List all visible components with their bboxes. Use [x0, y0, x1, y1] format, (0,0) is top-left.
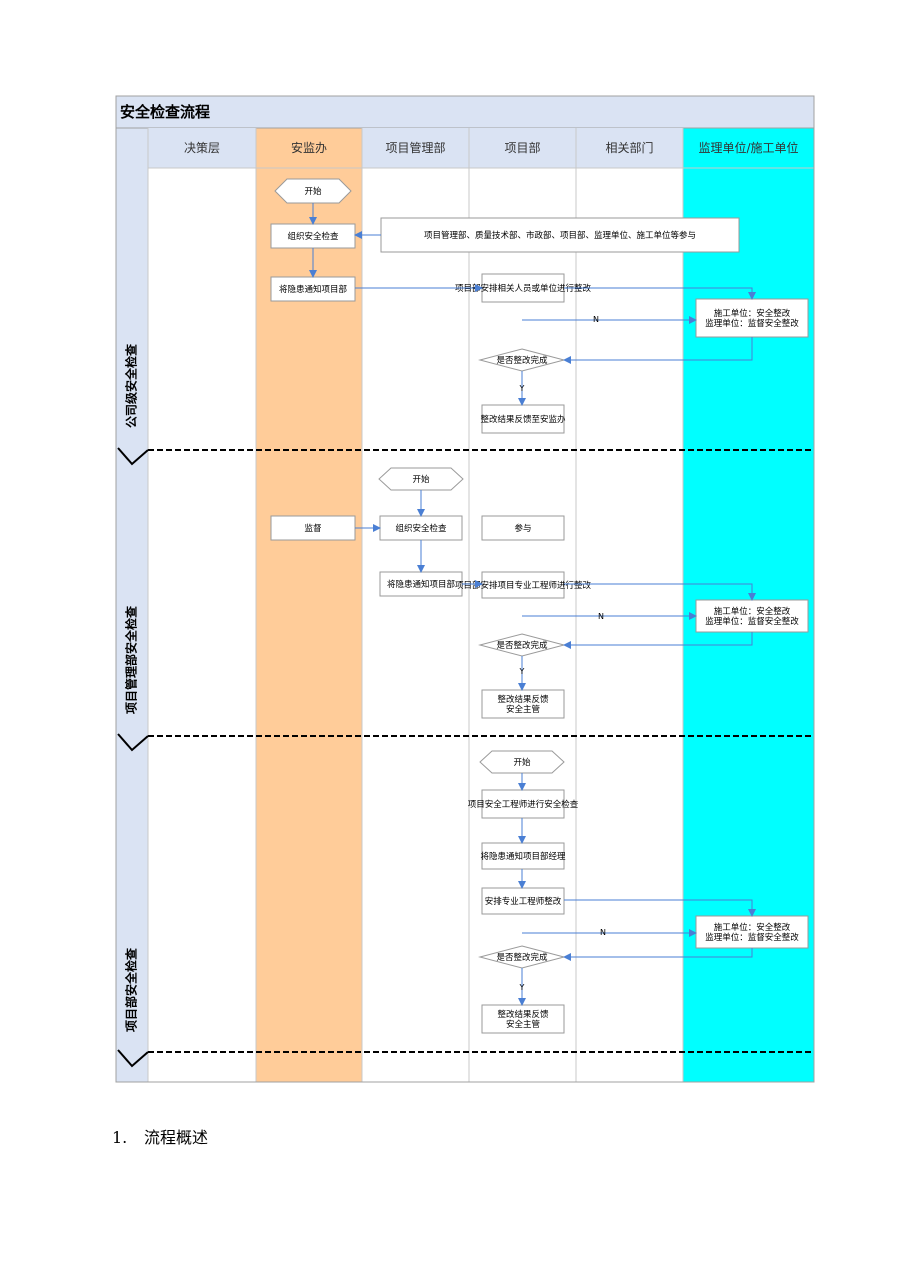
title-band: [115, 95, 815, 129]
s1-decision-text: 是否整改完成: [496, 355, 548, 366]
section-label-1: 项目管理部安全检查: [124, 605, 139, 714]
s2-feedback-text: 整改结果反馈安全主管: [497, 693, 549, 714]
s3-contractor-text: 施工单位：安全整改监理单位：监督安全整改: [705, 921, 799, 942]
s2-contractor-text: 施工单位：安全整改监理单位：监督安全整改: [705, 605, 799, 626]
s3-no-label: N: [600, 928, 606, 937]
s1-start-text: 开始: [304, 186, 322, 197]
s3-arrange-text: 安排专业工程师整改: [485, 896, 562, 907]
s2-conn-5: [564, 583, 756, 601]
s1-notify-text: 将隐患通知项目部: [279, 284, 348, 295]
column-header-2: 项目管理部: [385, 140, 445, 155]
section-label-0: 公司级安全检查: [124, 343, 139, 428]
column-header-1: 安监办: [291, 140, 327, 155]
header-cell-mid: [362, 128, 683, 168]
s1-arrange-text: 项目部安排相关人员或单位进行整改: [455, 283, 592, 294]
overview-heading: 1. 流程概述: [112, 1124, 208, 1148]
s3-contractor-box: [695, 915, 809, 949]
s1-feedback-text: 整改结果反馈至安监办: [480, 414, 566, 425]
s1-conn-5: [564, 287, 756, 300]
s2-conn-7: [563, 632, 753, 649]
s3-inspect-box: [481, 789, 565, 819]
column-header-0: 决策层: [184, 141, 220, 155]
s2-notify-text: 将隐患通知项目部: [387, 579, 456, 590]
s2-arrange-box: [481, 571, 565, 599]
s2-organize-text: 组织安全检查: [395, 523, 447, 534]
s3-decision-text: 是否整改完成: [496, 952, 548, 963]
s2-contractor-box: [695, 599, 809, 633]
s1-arrange-box: [481, 273, 565, 303]
s1-start-shape: [274, 178, 352, 204]
column-header-4: 相关部门: [605, 140, 653, 155]
s2-organize-box: [379, 515, 463, 541]
lane-safety-office: [256, 128, 362, 1082]
s2-participate-text: 参与: [514, 523, 531, 534]
s1-conn-7: [563, 337, 753, 364]
section-chevron-1: [117, 733, 149, 752]
s3-notify-text: 将隐患通知项目部经理: [480, 851, 566, 862]
s1-contractor-box: [695, 298, 809, 338]
s2-arrange-text: 项目部安排项目专业工程师进行整改: [455, 580, 592, 591]
s1-organize-text: 组织安全检查: [287, 231, 339, 242]
s1-participants-box: [380, 217, 740, 253]
s1-contractor-text: 施工单位：安全整改监理单位：监督安全整改: [705, 307, 799, 328]
column-header-5: 监理单位/施工单位: [698, 140, 798, 155]
s3-start-shape: [479, 750, 565, 774]
section-chevron-2: [117, 1049, 149, 1068]
s2-decision-text: 是否整改完成: [496, 640, 548, 651]
s3-conn-4: [564, 899, 756, 917]
s1-notify-box: [270, 276, 356, 302]
section-label-column: [115, 127, 149, 1083]
s2-supervise-text: 监督: [304, 523, 322, 534]
s2-no-label: N: [598, 612, 604, 621]
header-cell-0: [148, 128, 256, 168]
item-text: 流程概述: [144, 1128, 209, 1147]
section-label-2: 项目部安全检查: [124, 947, 139, 1032]
s1-yes-label: Y: [519, 384, 525, 393]
s1-feedback-box: [481, 404, 565, 434]
column-header-3: 项目部: [504, 140, 540, 155]
table-border: [115, 95, 815, 1083]
s3-yes-label: Y: [519, 983, 525, 992]
s2-feedback-box: [481, 689, 565, 719]
s2-start-shape: [378, 467, 464, 491]
s3-feedback-box: [481, 1004, 565, 1034]
diagram-title: 安全检查流程: [120, 103, 210, 121]
s3-inspect-text: 项目安全工程师进行安全检查: [468, 799, 579, 810]
s1-no-label: N: [593, 315, 599, 324]
s2-start-text: 开始: [412, 474, 430, 485]
s3-conn-6: [563, 948, 753, 961]
s2-yes-label: Y: [519, 667, 525, 676]
item-number: 1.: [112, 1128, 128, 1147]
section-chevron-0: [117, 447, 149, 466]
s1-participants-text: 项目管理部、质量技术部、市政部、项目部、监理单位、施工单位等参与: [424, 230, 696, 241]
s3-feedback-text: 整改结果反馈安全主管: [497, 1008, 549, 1029]
s3-start-text: 开始: [513, 757, 531, 768]
s2-participate-box: [481, 515, 565, 541]
